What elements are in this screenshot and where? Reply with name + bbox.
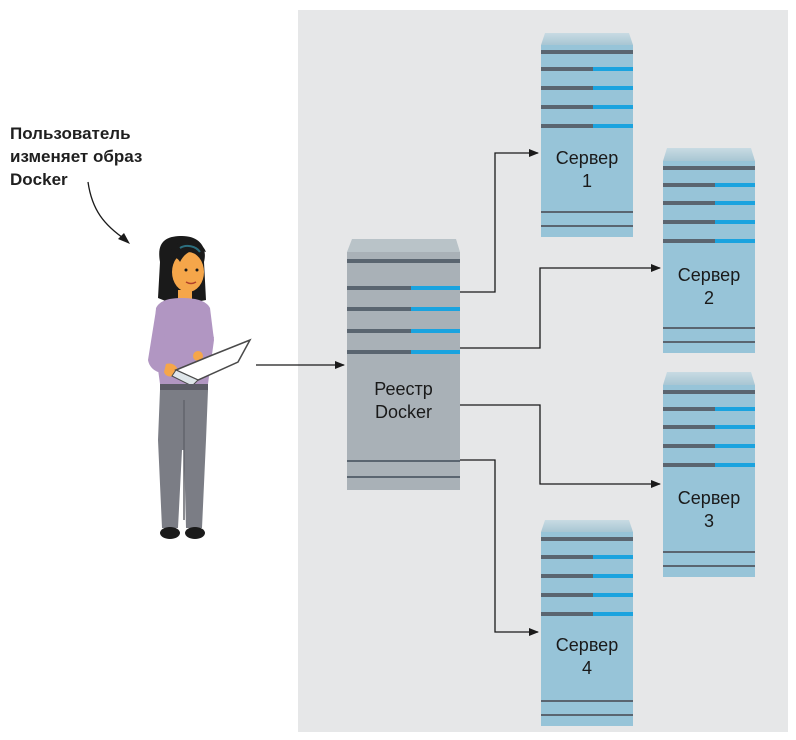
server-2-icon: [663, 148, 755, 353]
server-3-label: Сервер 3: [677, 488, 741, 531]
server-4-icon: [541, 520, 633, 726]
registry-to-server-4-arrow: [460, 459, 539, 636]
server-2-label: Сервер 2: [677, 265, 741, 308]
caption-pointer-arrowhead: [118, 233, 130, 244]
registry-to-server-1-arrow: [460, 149, 539, 293]
server-3-icon: [663, 372, 755, 577]
server-1-icon: [541, 33, 633, 237]
registry-label: Реестр Docker: [374, 379, 433, 422]
server-4-label: Сервер 4: [555, 635, 619, 678]
server-1-label: Сервер 1: [555, 148, 619, 191]
caption-pointer-arrow: [87, 181, 127, 241]
docker-registry-icon: [347, 239, 460, 490]
registry-to-server-2-arrow: [460, 264, 661, 349]
user-action-caption: Пользователь изменяет образ Docker: [10, 124, 143, 189]
registry-to-server-3-arrow: [460, 404, 661, 488]
user-figure-icon: [148, 236, 252, 539]
